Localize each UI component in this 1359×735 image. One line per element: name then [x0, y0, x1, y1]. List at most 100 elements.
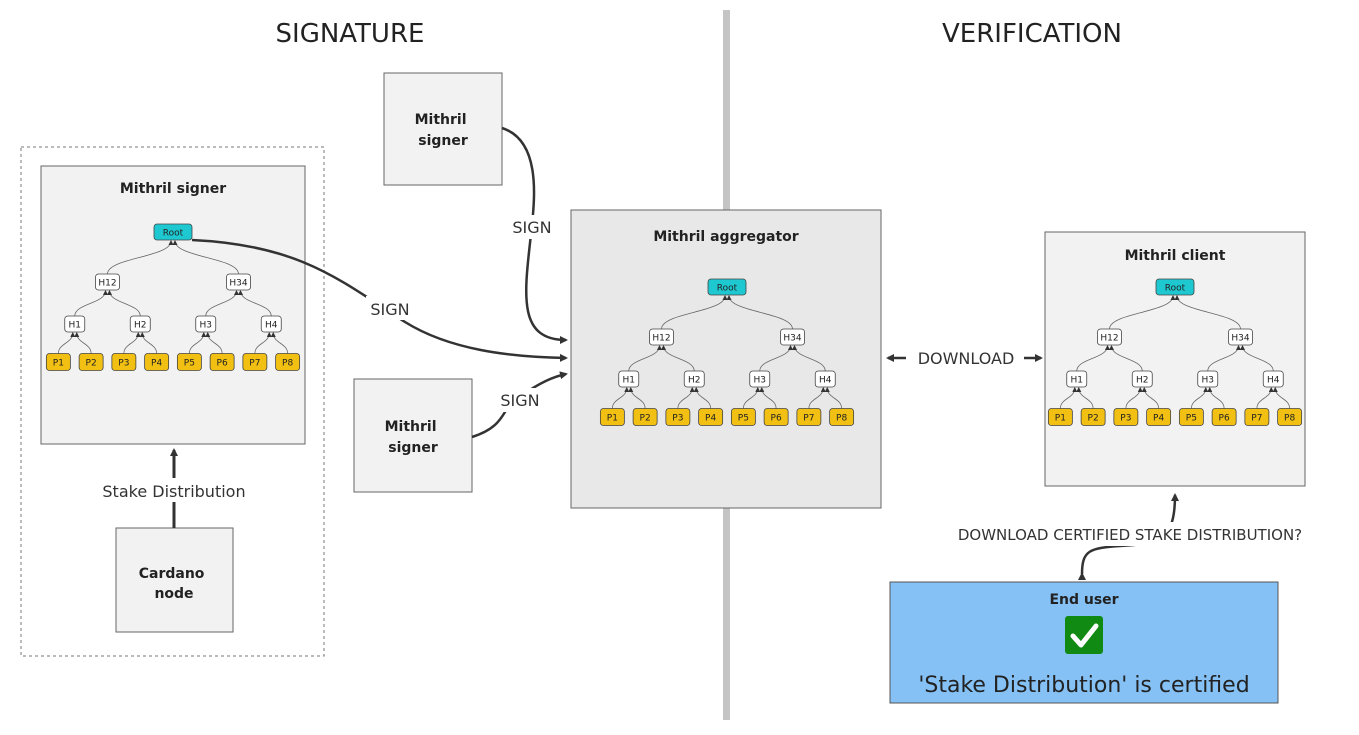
sign-label-root: SIGN	[370, 300, 409, 319]
tree-leaf-p6-label: P6	[1219, 414, 1230, 424]
mithril-aggregator-label: Mithril aggregator	[653, 229, 798, 245]
tree-edge	[824, 387, 843, 409]
tree-node-h34: H34	[780, 328, 805, 346]
download-certified-label: DOWNLOAD CERTIFIED STAKE DISTRIBUTION?	[958, 526, 1302, 544]
tree-edge	[742, 387, 761, 409]
tree-node-h1: H1	[1066, 370, 1088, 388]
sign-label-top: SIGN	[512, 218, 551, 237]
tree-edge	[1076, 387, 1094, 409]
tree-node-root: Root	[707, 278, 747, 296]
tree-node-h1-label: H1	[623, 376, 636, 386]
mithril-aggregator-box	[570, 209, 882, 509]
mithril-signer-main-label: Mithril signer	[120, 181, 226, 197]
tree-node-h4: H4	[260, 315, 282, 333]
mithril-signer-top-box	[383, 72, 503, 186]
tree-node-root-label: Root	[163, 229, 184, 239]
end-user-label: End user	[1049, 592, 1118, 608]
tree-edge	[808, 387, 826, 409]
cardano-node-label: Cardano node	[139, 566, 210, 602]
tree-node-h3: H3	[749, 370, 771, 388]
tree-edge	[1109, 295, 1176, 330]
tree-node-h12: H12	[649, 328, 674, 346]
tree-leaf-p4: P4	[698, 408, 724, 426]
tree-node-h4: H4	[814, 370, 836, 388]
tree-edge	[693, 387, 712, 409]
tree-leaf-p3: P3	[1113, 408, 1139, 426]
tree-edge	[1240, 345, 1274, 372]
tree-edge	[1141, 387, 1160, 409]
tree-node-h2: H2	[1131, 370, 1153, 388]
tree-edge	[139, 332, 158, 354]
tree-leaf-p4: P4	[1146, 408, 1172, 426]
tree-leaf-p5-label: P5	[738, 414, 749, 424]
tree-edge	[205, 290, 239, 317]
tree-node-h34-label: H34	[783, 334, 801, 344]
tree-node-h3-label: H3	[754, 376, 767, 386]
tree-edge	[1190, 387, 1209, 409]
tree-leaf-p7: P7	[242, 353, 268, 371]
tree-leaf-p6-label: P6	[771, 414, 782, 424]
tree-node-h12: H12	[95, 273, 120, 291]
tree-node-h12-label: H12	[98, 279, 116, 289]
tree-node-root-label: Root	[1165, 284, 1186, 294]
tree-node-h4: H4	[1262, 370, 1284, 388]
mithril-client-box	[1044, 231, 1306, 487]
tree-leaf-p2: P2	[1080, 408, 1106, 426]
tree-leaf-p2-label: P2	[640, 414, 651, 424]
sign-label-bg-3	[496, 388, 544, 412]
tree-leaf-p6-label: P6	[217, 359, 228, 369]
tree-leaf-p5-label: P5	[184, 359, 195, 369]
tree-leaf-p7-label: P7	[1251, 414, 1262, 424]
tree-leaf-p5: P5	[176, 353, 202, 371]
tree-leaf-p8-label: P8	[836, 414, 847, 424]
tree-edge	[205, 332, 223, 354]
tree-edge	[74, 290, 108, 317]
tree-node-h3-label: H3	[1202, 376, 1215, 386]
tree-node-h12-label: H12	[1100, 334, 1118, 344]
tree-leaf-p7-label: P7	[803, 414, 814, 424]
tree-leaf-p7: P7	[1244, 408, 1270, 426]
tree-edge	[677, 387, 695, 409]
tree-leaf-p7: P7	[796, 408, 822, 426]
tree-leaf-p1-label: P1	[1055, 414, 1066, 424]
cardano-node-box	[115, 527, 234, 633]
tree-node-h34: H34	[1228, 328, 1253, 346]
mithril-client-label: Mithril client	[1125, 248, 1226, 264]
tree-node-h2: H2	[129, 315, 151, 333]
tree-leaf-p8-label: P8	[282, 359, 293, 369]
tree-node-h1: H1	[64, 315, 86, 333]
sign-label-bottom: SIGN	[500, 391, 539, 410]
tree-edge	[792, 345, 826, 372]
mithril-signer-main-box	[40, 165, 306, 445]
tree-node-h4-label: H4	[265, 321, 278, 331]
tree-leaf-p4-label: P4	[705, 414, 716, 424]
download-label: DOWNLOAD	[918, 349, 1015, 368]
tree-edge	[1174, 295, 1241, 330]
tree-leaf-p3: P3	[665, 408, 691, 426]
tree-node-h12-label: H12	[652, 334, 670, 344]
tree-leaf-p5: P5	[1178, 408, 1204, 426]
tree-leaf-p2-label: P2	[86, 359, 97, 369]
tree-leaf-p1-label: P1	[607, 414, 618, 424]
tree-edge	[270, 332, 289, 354]
certified-status-text: 'Stake Distribution' is certified	[918, 673, 1249, 698]
tree-leaf-p3-label: P3	[1120, 414, 1131, 424]
tree-edge	[74, 332, 92, 354]
tree-edge	[1125, 387, 1143, 409]
tree-node-root: Root	[1155, 278, 1195, 296]
tree-edge	[254, 332, 272, 354]
tree-leaf-p3: P3	[111, 353, 137, 371]
tree-leaf-p1: P1	[45, 353, 71, 371]
tree-leaf-p6: P6	[1211, 408, 1237, 426]
tree-leaf-p3-label: P3	[672, 414, 683, 424]
tree-node-h2-label: H2	[134, 321, 147, 331]
tree-node-h2-label: H2	[688, 376, 701, 386]
tree-leaf-p4: P4	[144, 353, 170, 371]
tree-leaf-p8: P8	[275, 353, 301, 371]
tree-node-h4-label: H4	[1267, 376, 1280, 386]
tree-edge	[628, 345, 662, 372]
tree-edge	[1059, 387, 1078, 409]
